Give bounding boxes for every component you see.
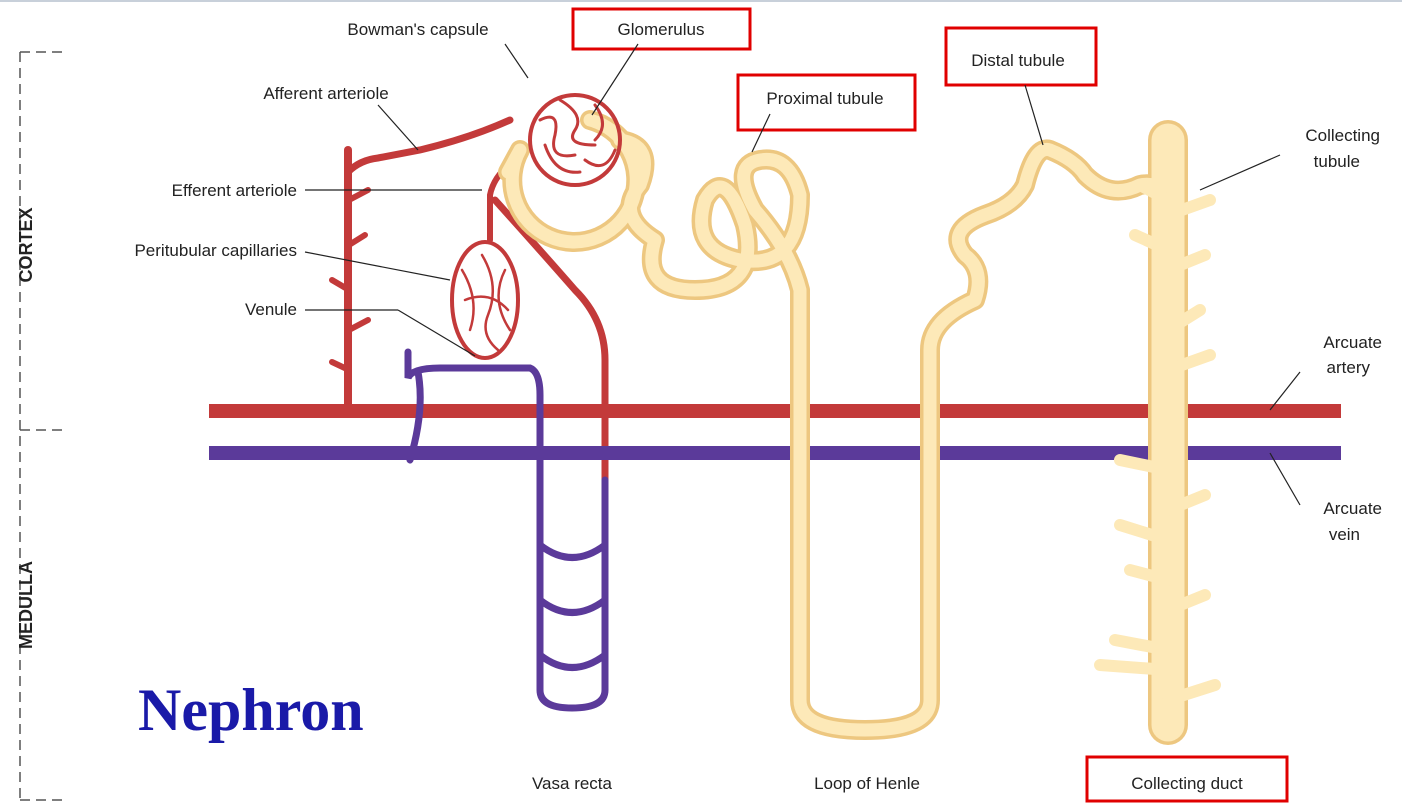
label-efferent-arteriole: Efferent arteriole xyxy=(172,181,297,200)
glomerulus-tuft xyxy=(530,95,620,185)
label-arcuate-vein-1: Arcuate xyxy=(1323,499,1382,518)
cortex-label: CORTEX xyxy=(16,207,36,282)
peritubular-capillaries-mesh xyxy=(462,255,510,350)
label-venule: Venule xyxy=(245,300,297,319)
vasa-recta-rungs xyxy=(540,545,605,668)
afferent-arteriole xyxy=(348,120,510,172)
label-collecting-tubule-1: Collecting xyxy=(1305,126,1380,145)
label-collecting-tubule-2: tubule xyxy=(1314,152,1360,171)
label-glomerulus: Glomerulus xyxy=(618,20,705,39)
label-arcuate-artery-2: artery xyxy=(1327,358,1371,377)
region-bracket xyxy=(20,52,62,800)
label-loop-of-henle: Loop of Henle xyxy=(814,774,920,793)
label-peritubular-capillaries: Peritubular capillaries xyxy=(134,241,297,260)
diagram-title: Nephron xyxy=(138,677,364,743)
arterial-network xyxy=(332,120,605,480)
label-bowmans-capsule: Bowman's capsule xyxy=(347,20,488,39)
label-arcuate-artery-1: Arcuate xyxy=(1323,333,1382,352)
label-arcuate-vein-2: vein xyxy=(1329,525,1360,544)
label-vasa-recta: Vasa recta xyxy=(532,774,613,793)
label-proximal-tubule: Proximal tubule xyxy=(766,89,883,108)
medulla-label: MEDULLA xyxy=(16,561,36,649)
label-distal-tubule: Distal tubule xyxy=(971,51,1065,70)
tubule-system xyxy=(508,120,1215,730)
label-afferent-arteriole: Afferent arteriole xyxy=(263,84,388,103)
label-collecting-duct: Collecting duct xyxy=(1131,774,1243,793)
